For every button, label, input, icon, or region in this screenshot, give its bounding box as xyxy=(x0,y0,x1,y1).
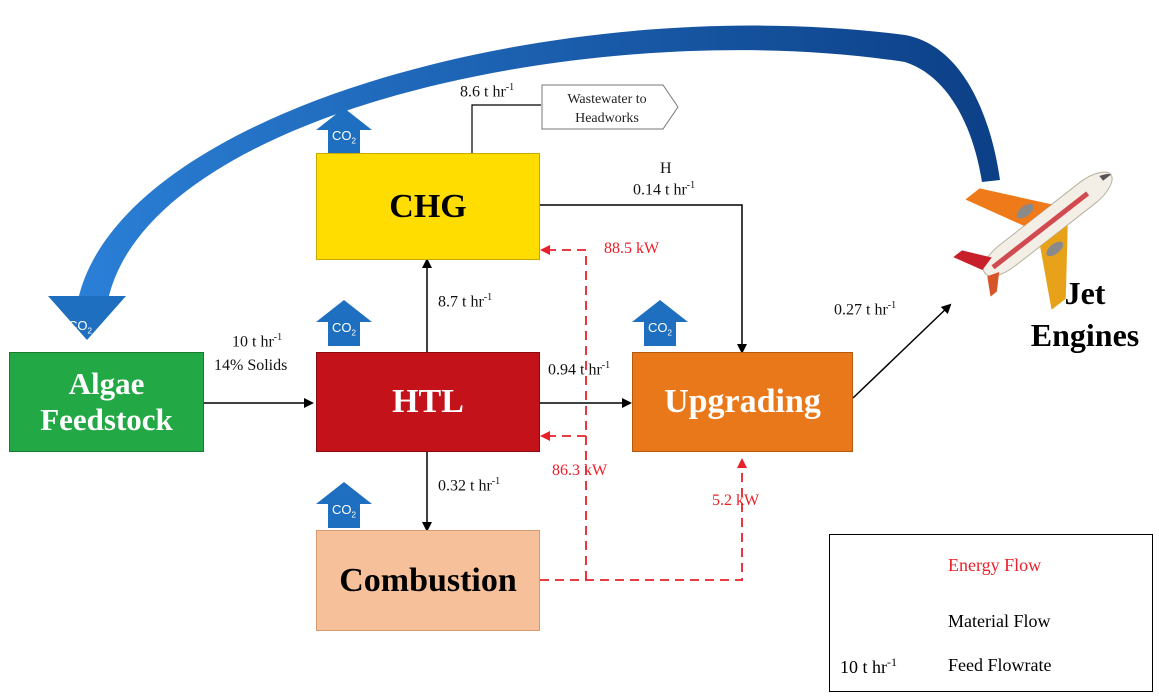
htl-to-upgrading-rate-label: 0.94 t hr-1 xyxy=(548,360,611,379)
algae-feedstock-box: Algae Feedstock xyxy=(9,352,204,452)
energy-line-to-chg xyxy=(540,245,587,580)
energy-line-from-combustion xyxy=(540,458,747,581)
co2-arrow-combustion: CO2 xyxy=(316,482,372,528)
upgrading-box: Upgrading xyxy=(632,352,853,452)
hydrogen-rate-label: 0.14 t hr-1 xyxy=(633,180,696,199)
htl-to-combustion-rate-label: 0.32 t hr-1 xyxy=(438,476,501,495)
htl-to-chg-rate-label: 8.7 t hr-1 xyxy=(438,292,493,311)
htl-box: HTL xyxy=(316,352,540,452)
co2-label-algae: CO2 xyxy=(68,318,92,336)
feed-solids-label: 14% Solids xyxy=(214,357,288,374)
airplane-icon xyxy=(953,171,1113,310)
chg-box: CHG xyxy=(316,153,540,260)
algae-label-line1: Algae xyxy=(68,366,145,401)
chg-label: CHG xyxy=(389,187,467,225)
upgrading-label: Upgrading xyxy=(664,383,821,420)
wastewater-box: Wastewater to Headworks xyxy=(541,84,679,130)
co2-arrow-htl: CO2 xyxy=(316,300,372,346)
chg-to-upgrading-line xyxy=(540,204,747,354)
combustion-label: Combustion xyxy=(339,561,517,599)
h-label: H xyxy=(660,160,672,177)
algae-label-line2: Feedstock xyxy=(40,402,173,437)
co2-arrow-upgrading: CO2 xyxy=(632,300,688,346)
energy-to-upgrading-label: 5.2 kW xyxy=(712,492,760,509)
wastewater-label: Wastewater to Headworks xyxy=(567,92,647,126)
legend-feed-example: 10 t hr-1 xyxy=(840,655,897,677)
wastewater-rate-label: 8.6 t hr-1 xyxy=(460,82,515,101)
energy-to-chg-label: 88.5 kW xyxy=(604,240,660,257)
energy-to-htl-label: 86.3 kW xyxy=(552,462,608,479)
feed-rate-label: 10 t hr-1 xyxy=(232,332,283,351)
legend-material-flow: Material Flow xyxy=(948,611,1051,631)
co2-return-arrow xyxy=(78,25,1000,300)
jet-engines-label: Jet Engines xyxy=(1030,275,1140,353)
co2-arrow-chg: CO2 xyxy=(316,108,372,154)
legend-feed-flowrate: Feed Flowrate xyxy=(948,655,1052,675)
upgrading-to-jet-line xyxy=(852,303,952,399)
upgrading-to-jet-rate-label: 0.27 t hr-1 xyxy=(834,300,897,319)
htl-label: HTL xyxy=(392,383,464,420)
legend: Energy Flow Material Flow 10 t hr-1 Feed… xyxy=(829,534,1153,692)
chg-to-wastewater-line xyxy=(471,104,541,153)
combustion-box: Combustion xyxy=(316,530,540,631)
legend-energy-flow: Energy Flow xyxy=(948,555,1042,575)
